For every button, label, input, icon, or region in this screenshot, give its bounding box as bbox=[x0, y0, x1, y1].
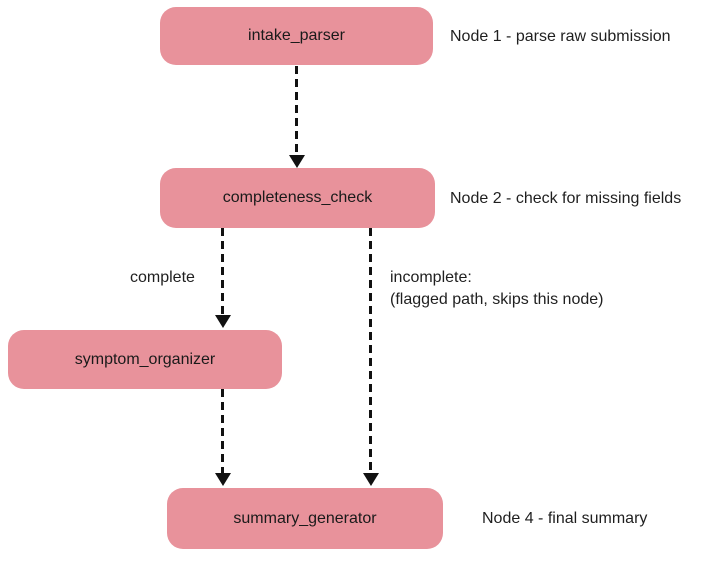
dashed-line bbox=[295, 66, 298, 157]
flow-node-summary-generator: summary_generator bbox=[167, 488, 443, 549]
arrow-down-icon bbox=[363, 473, 379, 486]
dashed-line bbox=[221, 389, 224, 475]
arrow-down-icon bbox=[215, 315, 231, 328]
annotation-node2: Node 2 - check for missing fields bbox=[450, 190, 682, 207]
node-label: symptom_organizer bbox=[74, 350, 216, 368]
node-label: intake_parser bbox=[248, 27, 345, 44]
annotation-node1: Node 1 - parse raw submission bbox=[450, 28, 671, 45]
dashed-line bbox=[369, 228, 372, 475]
dashed-line bbox=[221, 228, 224, 317]
flow-node-intake-parser: intake_parser bbox=[160, 7, 433, 65]
edge-label-incomplete-line1: incomplete: bbox=[390, 269, 472, 286]
edge-label-complete: complete bbox=[130, 269, 195, 286]
node-label: summary_generator bbox=[233, 509, 377, 527]
edge-label-incomplete-line2: (flagged path, skips this node) bbox=[390, 291, 604, 308]
arrow-down-icon bbox=[289, 155, 305, 168]
edge-label-incomplete: incomplete: (flagged path, skips this no… bbox=[390, 267, 603, 311]
arrow-down-icon bbox=[215, 473, 231, 486]
flow-node-symptom-organizer: symptom_organizer bbox=[8, 330, 282, 389]
annotation-node4: Node 4 - final summary bbox=[482, 510, 648, 527]
flow-node-completeness-check: completeness_check bbox=[160, 168, 435, 228]
node-label: completeness_check bbox=[222, 189, 373, 206]
